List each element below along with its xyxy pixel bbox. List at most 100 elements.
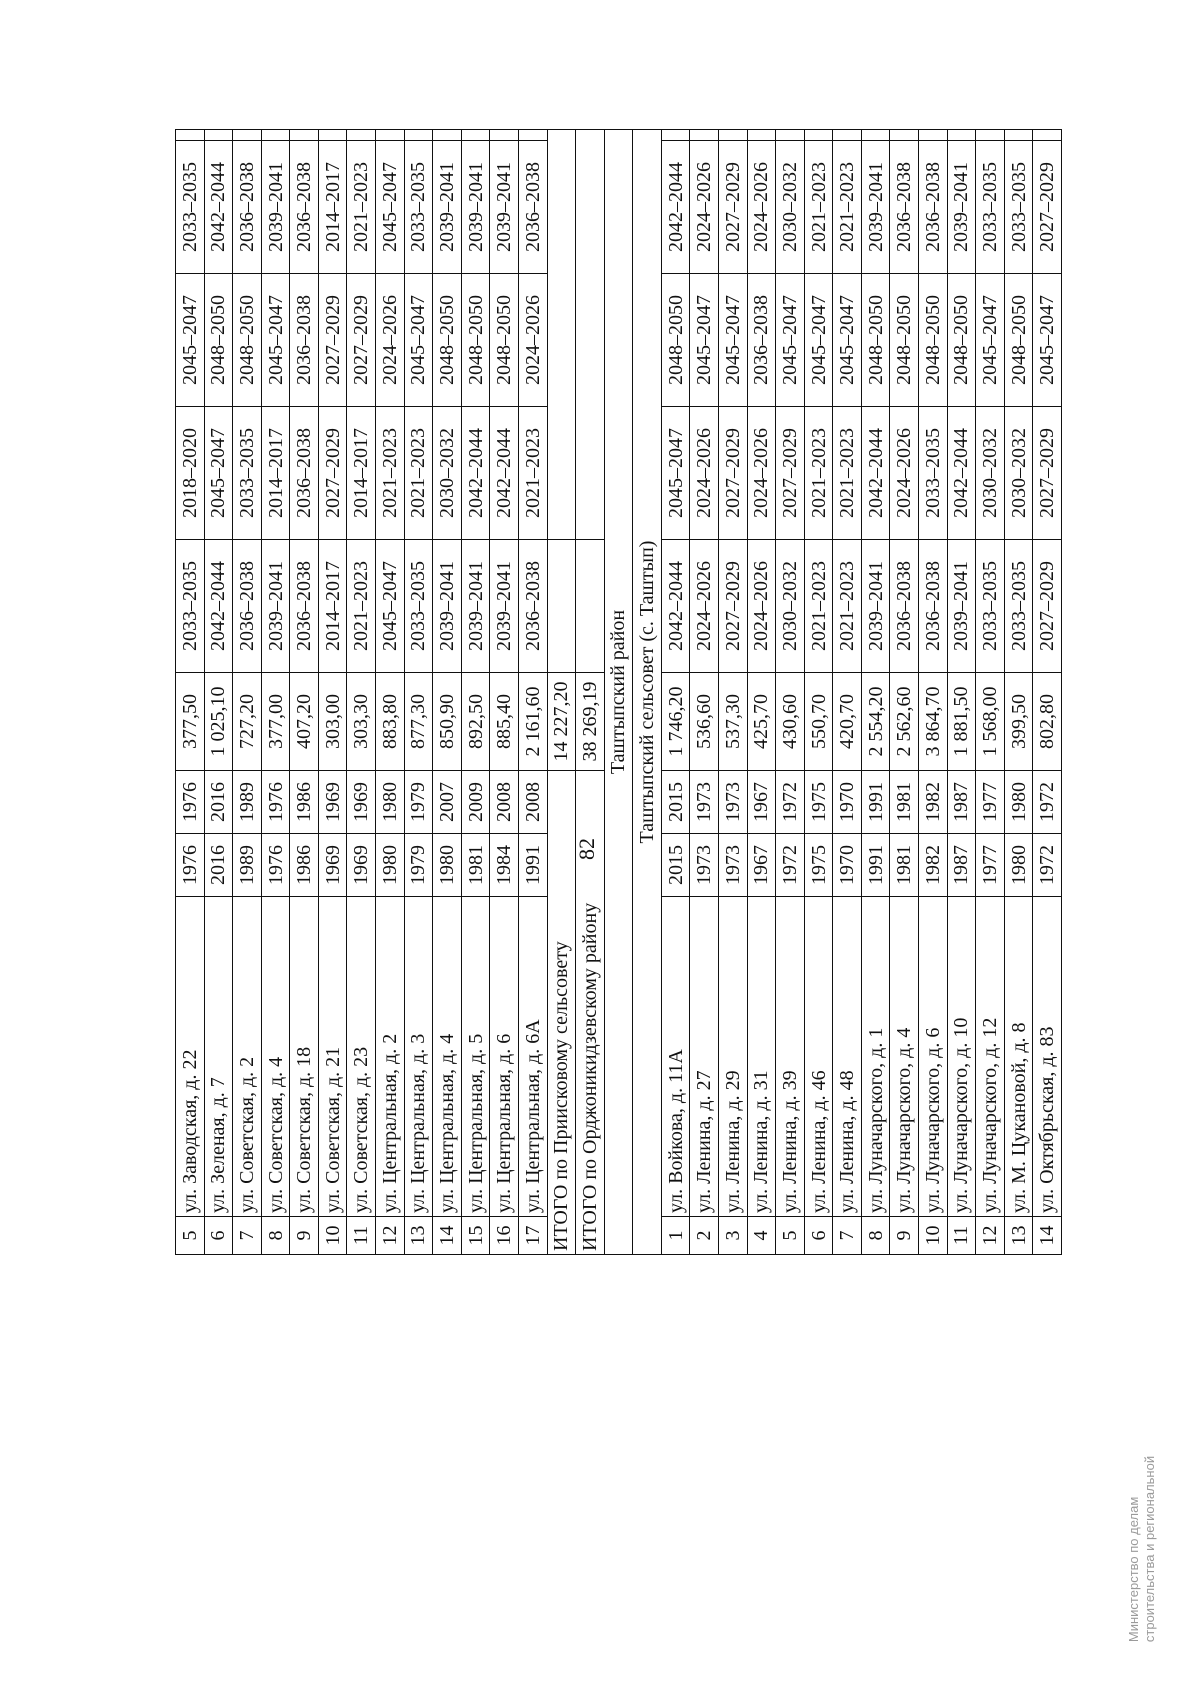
table-cell: 420,70 — [832, 672, 862, 771]
table-cell: 1980 — [375, 770, 405, 834]
table-cell: 1967 — [747, 833, 776, 897]
table-cell: ул. Центральная, д. 6 — [489, 896, 519, 1217]
table-cell: 2027–2029 — [718, 539, 748, 673]
table-cell: 1991 — [861, 833, 890, 897]
table-cell: 1970 — [832, 770, 862, 834]
table-cell: 1972 — [775, 770, 805, 834]
table-cell: 2021–2023 — [346, 539, 376, 673]
table-cell: 1986 — [289, 770, 319, 834]
table-cell — [975, 129, 1005, 141]
table-cell: 1991 — [861, 770, 890, 834]
table-cell: 2036–2038 — [232, 140, 262, 274]
table-cell: 2048–2050 — [861, 273, 890, 407]
row-number-cell: 17 — [518, 1216, 548, 1255]
table-cell: 2014–2017 — [318, 140, 347, 274]
table-cell: 2021–2023 — [404, 406, 433, 540]
table-cell: 2021–2023 — [346, 140, 376, 274]
table-cell: 727,20 — [232, 672, 262, 771]
table-cell: 802,80 — [1032, 672, 1062, 771]
table-cell: 2021–2023 — [804, 140, 833, 274]
table-cell: 2033–2035 — [975, 539, 1005, 673]
table-cell: 2042–2044 — [861, 406, 890, 540]
table-cell: 2036–2038 — [918, 140, 948, 274]
table-cell — [261, 129, 290, 141]
table-cell: 2030–2032 — [775, 140, 805, 274]
table-cell: 2048–2050 — [918, 273, 948, 407]
table-cell: 1970 — [832, 833, 862, 897]
table-cell: 2039–2041 — [261, 140, 290, 274]
table-cell: 2042–2044 — [461, 406, 490, 540]
table-cell: 2042–2044 — [489, 406, 519, 540]
table-cell: 2045–2047 — [975, 273, 1005, 407]
table-cell: ул. Войкова, д. 11А — [661, 896, 690, 1217]
table-cell: 2045–2047 — [718, 273, 748, 407]
table-cell: 2045–2047 — [204, 406, 233, 540]
table-cell: 377,00 — [261, 672, 290, 771]
section-row: Таштыпский район — [604, 129, 633, 1255]
table-cell — [918, 129, 948, 141]
row-number-cell: 8 — [861, 1216, 890, 1255]
row-number-cell: 13 — [404, 1216, 433, 1255]
table-cell — [661, 129, 690, 141]
row-number-cell: 16 — [489, 1216, 519, 1255]
table-cell — [404, 129, 433, 141]
table-cell: 2039–2041 — [461, 140, 490, 274]
table-cell: 2045–2047 — [661, 406, 690, 540]
table-cell: 1977 — [975, 833, 1005, 897]
table-cell: 2045–2047 — [832, 273, 862, 407]
table-cell: 2039–2041 — [432, 140, 462, 274]
table-cell: 2014–2017 — [318, 539, 347, 673]
stamp: Министерство по делам строительства и ре… — [1126, 1456, 1159, 1642]
table-cell: 303,30 — [346, 672, 376, 771]
table-cell: ул. Ленина, д. 46 — [804, 896, 833, 1217]
table-cell: ул. М. Цукановой, д. 8 — [1004, 896, 1033, 1217]
total-cell: ИТОГО по Орджоникидзевскому району — [575, 770, 605, 1255]
table-cell: 2021–2023 — [375, 406, 405, 540]
table-cell: 2039–2041 — [489, 539, 519, 673]
table-cell: 2024–2026 — [689, 140, 719, 274]
table-cell: 2033–2035 — [1004, 539, 1033, 673]
table-cell: 2045–2047 — [804, 273, 833, 407]
table-cell — [461, 129, 490, 141]
table-cell: 1973 — [689, 770, 719, 834]
table-cell: ул. Луначарского, д. 6 — [918, 896, 948, 1217]
table-cell: 2036–2038 — [289, 140, 319, 274]
table-cell: 2039–2041 — [947, 140, 976, 274]
table-cell: 425,70 — [747, 672, 776, 771]
table-cell: 1967 — [747, 770, 776, 834]
table-cell: ул. Ленина, д. 27 — [689, 896, 719, 1217]
table-cell: 2033–2035 — [404, 140, 433, 274]
table-cell: 1980 — [375, 833, 405, 897]
section-cell: Таштыпский сельсовет (с. Таштып) — [632, 129, 662, 1255]
table-cell: ул. Ленина, д. 48 — [832, 896, 862, 1217]
table-cell: ул. Советская, д. 18 — [289, 896, 319, 1217]
table-cell: ул. Ленина, д. 31 — [747, 896, 776, 1217]
table-cell: 2027–2029 — [718, 406, 748, 540]
table-cell: 2045–2047 — [375, 140, 405, 274]
table-cell: 2021–2023 — [832, 539, 862, 673]
table-cell: 2036–2038 — [889, 539, 919, 673]
table-cell: 1969 — [318, 770, 347, 834]
table-cell: 2045–2047 — [775, 273, 805, 407]
table-cell: 2030–2032 — [1004, 406, 1033, 540]
table-cell: 2027–2029 — [1032, 406, 1062, 540]
table-cell — [318, 129, 347, 141]
table-cell: 2036–2038 — [232, 539, 262, 673]
table-cell: 2021–2023 — [804, 539, 833, 673]
table-cell: 2036–2038 — [918, 539, 948, 673]
table-cell: 2021–2023 — [518, 406, 548, 540]
table-cell: 2045–2047 — [1032, 273, 1062, 407]
table-cell — [718, 129, 748, 141]
table-cell: 2 161,60 — [518, 672, 548, 771]
